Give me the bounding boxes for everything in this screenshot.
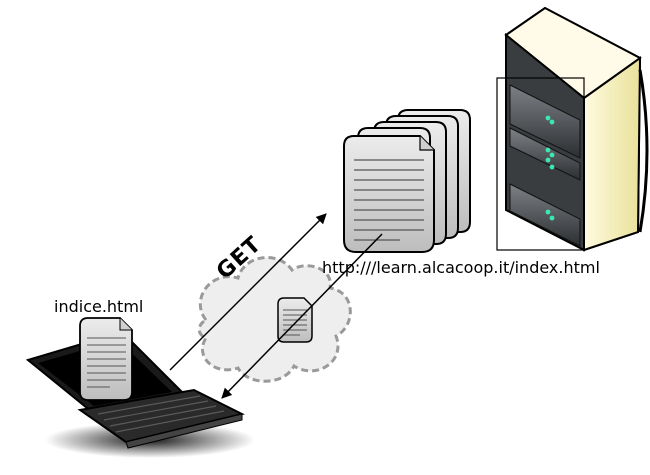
server-unit xyxy=(509,84,581,159)
response-arrow xyxy=(221,233,383,399)
request-arrow xyxy=(169,213,327,371)
document-icon xyxy=(79,317,133,401)
server-rack xyxy=(496,6,649,252)
network-cloud xyxy=(197,256,352,383)
local-file-label: indice.html xyxy=(54,297,144,316)
server-front-frame xyxy=(496,77,585,251)
url-label: http:///learn.alcacoop.it/index.html xyxy=(322,258,600,277)
document-icon xyxy=(343,135,435,253)
document-stack xyxy=(343,109,471,253)
laptop xyxy=(25,330,255,458)
server-unit xyxy=(509,127,581,181)
server-unit xyxy=(509,183,581,247)
